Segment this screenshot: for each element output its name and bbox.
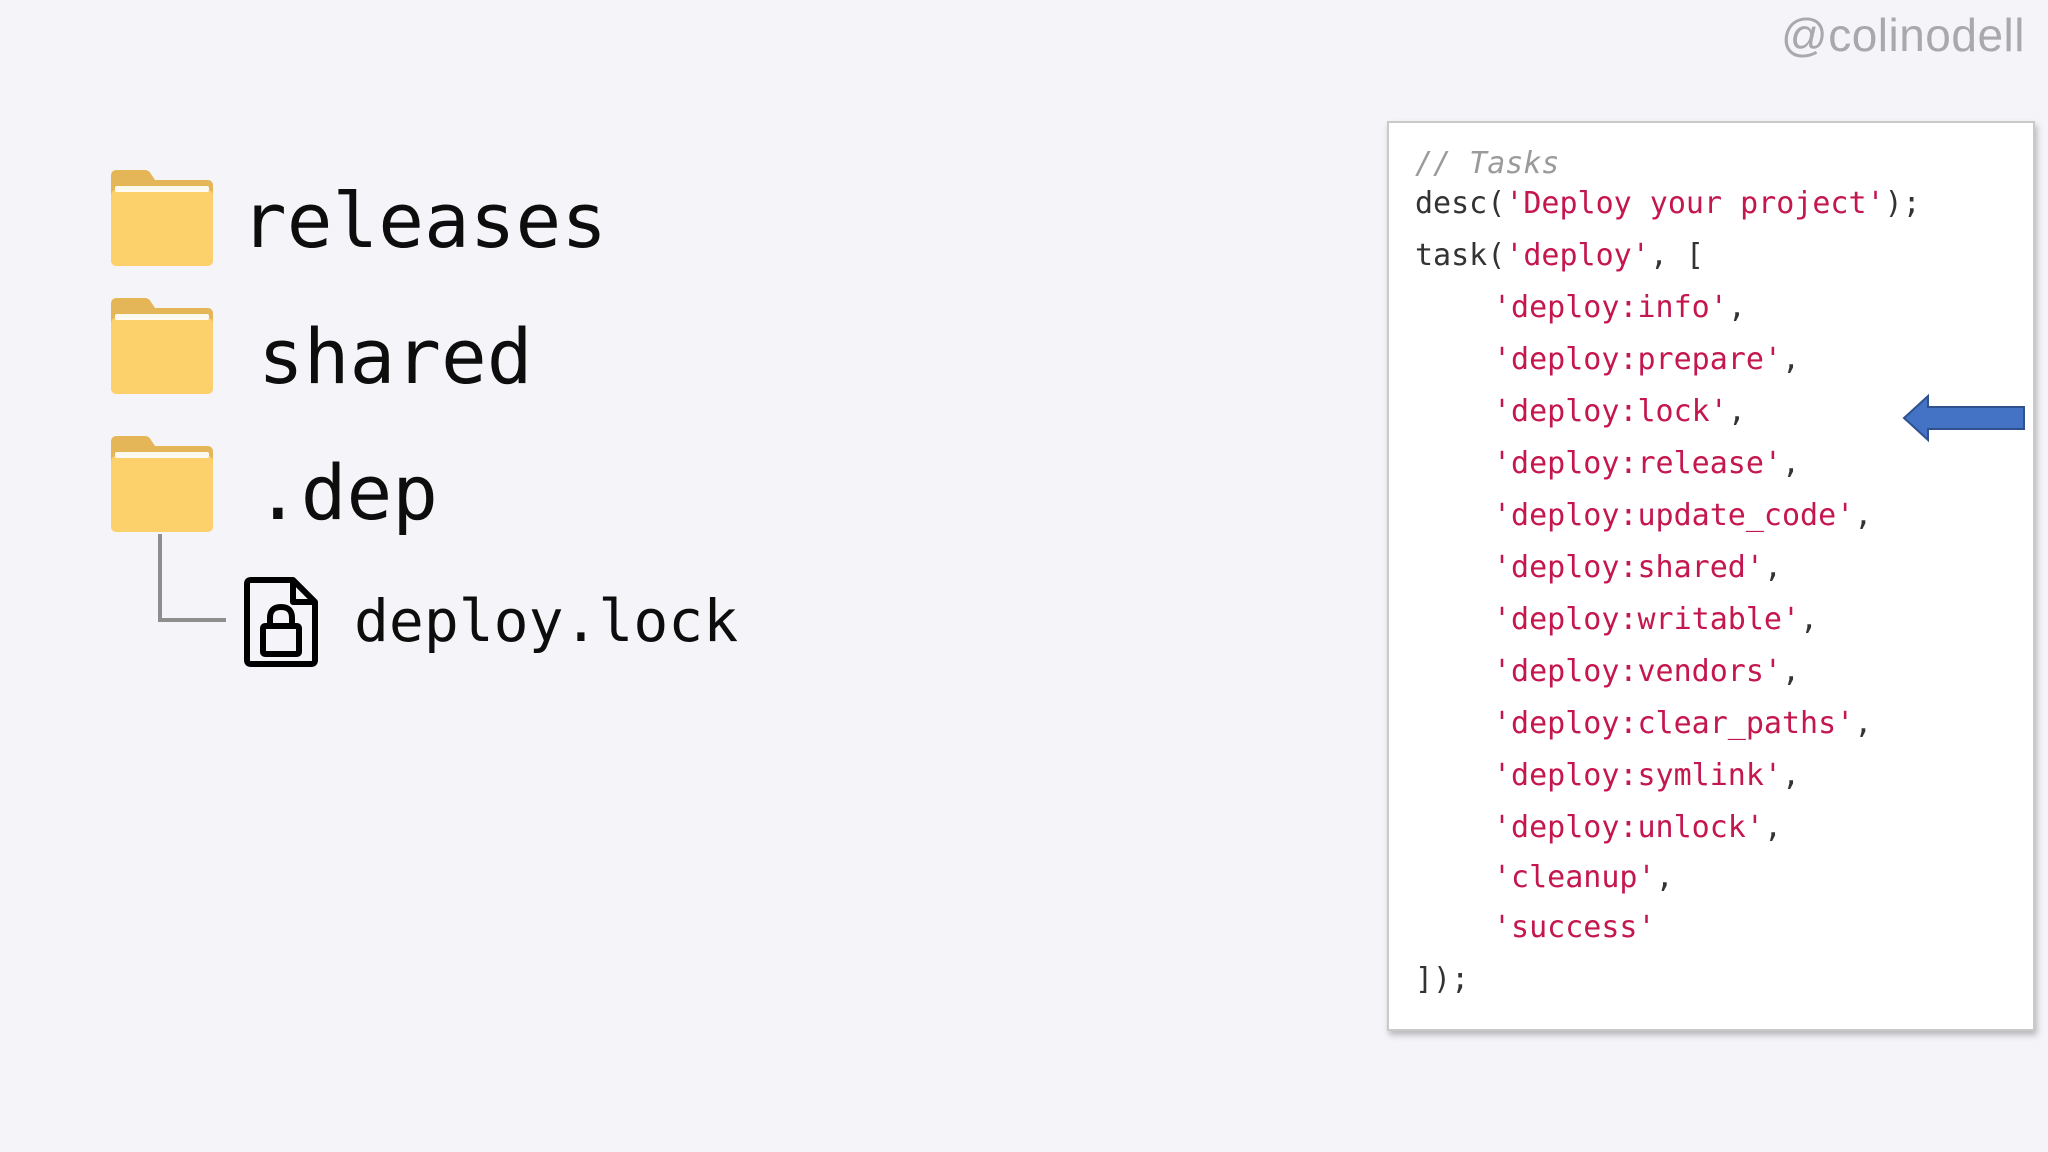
folder-icon [109, 434, 215, 534]
desc-call: desc( [1415, 186, 1506, 221]
task-item: 'deploy:symlink', [1493, 761, 1800, 791]
task-item: 'deploy:clear_paths', [1493, 709, 1872, 739]
task-item-sep: , [1727, 290, 1746, 325]
task-item: 'cleanup', [1493, 863, 1674, 893]
folder-name-dep: .dep [255, 448, 439, 537]
comment-text: // Tasks [1415, 146, 1560, 181]
task-item-sep: , [1781, 446, 1801, 481]
task-item-name: 'deploy:clear_paths' [1493, 706, 1855, 741]
task-item-sep: , [1763, 550, 1782, 585]
task-item-name: 'deploy:vendors' [1493, 654, 1782, 689]
task-item-name: 'cleanup' [1493, 860, 1656, 895]
task-item-sep: , [1854, 498, 1873, 533]
task-item: 'deploy:shared', [1493, 553, 1782, 583]
left-arrow-icon [1902, 393, 2028, 443]
task-string: 'deploy' [1505, 238, 1650, 273]
task-item: 'success' [1493, 913, 1656, 943]
task-item-name: 'deploy:writable' [1493, 602, 1801, 637]
folder-icon [109, 168, 215, 268]
task-item-name: 'deploy:symlink' [1493, 758, 1782, 793]
task-item-name: 'deploy:lock' [1493, 394, 1728, 429]
task-array-open: , [ [1649, 238, 1704, 273]
task-item-sep: , [1854, 706, 1873, 741]
task-item-name: 'success' [1493, 910, 1656, 945]
task-item-sep: , [1781, 342, 1801, 377]
folder-icon [109, 296, 215, 396]
code-snippet-panel: // Tasks desc('Deploy your project'); ta… [1387, 121, 2035, 1031]
folder-name-releases: releases [241, 176, 608, 265]
desc-string: 'Deploy your project' [1505, 186, 1885, 221]
task-item: 'deploy:update_code', [1493, 501, 1872, 531]
locked-file-icon [243, 576, 319, 668]
task-item: 'deploy:prepare', [1493, 345, 1800, 375]
tree-connector [158, 534, 226, 622]
task-item-sep: , [1800, 602, 1819, 637]
code-desc-line: desc('Deploy your project'); [1415, 189, 1921, 219]
task-call: task( [1415, 238, 1506, 273]
task-item-sep: , [1781, 758, 1801, 793]
task-item-name: 'deploy:shared' [1493, 550, 1764, 585]
task-item-sep: , [1655, 860, 1674, 895]
task-item: 'deploy:vendors', [1493, 657, 1800, 687]
closing-bracket: ]); [1415, 962, 1470, 997]
task-item: 'deploy:release', [1493, 449, 1800, 479]
task-item: 'deploy:writable', [1493, 605, 1818, 635]
code-comment: // Tasks [1415, 149, 1560, 179]
task-item-name: 'deploy:release' [1493, 446, 1782, 481]
author-handle: @colinodell [1781, 9, 2025, 61]
task-item-name: 'deploy:info' [1493, 290, 1728, 325]
task-item-sep: , [1781, 654, 1801, 689]
task-item: 'deploy:unlock', [1493, 813, 1782, 843]
desc-close: ); [1884, 186, 1921, 221]
task-item-sep: , [1727, 394, 1746, 429]
task-item-highlighted: 'deploy:lock', [1493, 397, 1746, 427]
file-name-deploy-lock: deploy.lock [354, 587, 739, 655]
task-item: 'deploy:info', [1493, 293, 1746, 323]
code-task-line: task('deploy', [ [1415, 241, 1704, 271]
code-closing: ]); [1415, 965, 1469, 995]
folder-name-shared: shared [258, 312, 533, 401]
task-item-name: 'deploy:prepare' [1493, 342, 1782, 377]
task-item-name: 'deploy:unlock' [1493, 810, 1764, 845]
task-item-sep: , [1763, 810, 1782, 845]
task-item-name: 'deploy:update_code' [1493, 498, 1855, 533]
